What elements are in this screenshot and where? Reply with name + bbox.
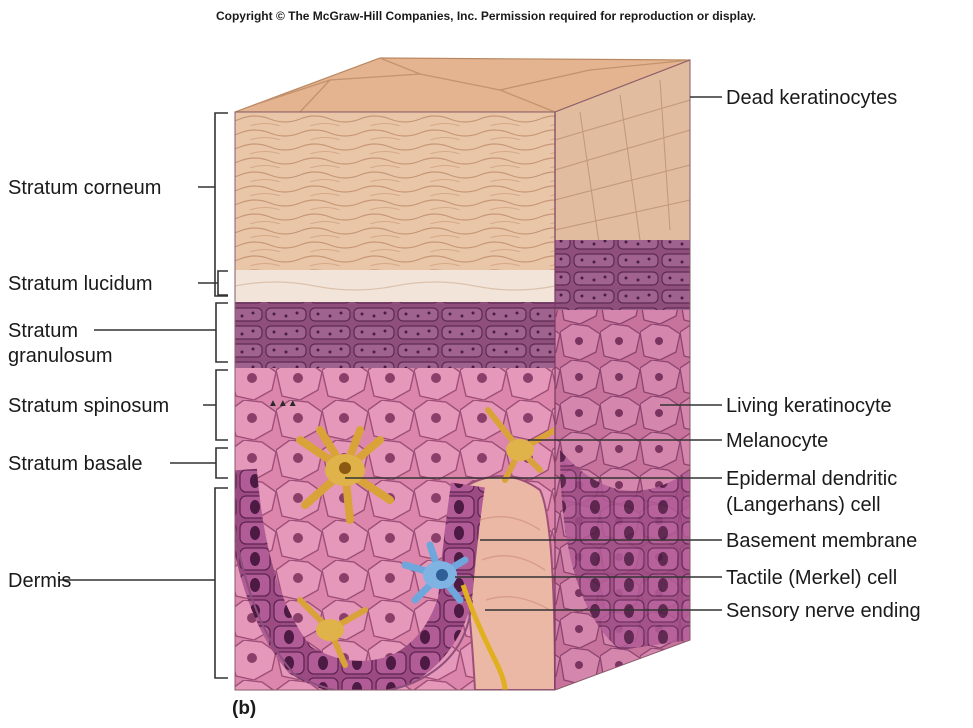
stratum-granulosum-layer (235, 302, 555, 368)
label-living-keratinocyte: Living keratinocyte (726, 395, 892, 417)
right-leader-lines (345, 96, 722, 611)
copyright-text: Copyright © The McGraw-Hill Companies, I… (216, 9, 756, 23)
label-merkel-cell: Tactile (Merkel) cell (726, 567, 897, 589)
figure-label: (b) (232, 698, 256, 719)
label-stratum-spinosum: Stratum spinosum (8, 395, 169, 417)
stratum-corneum-layer (235, 112, 555, 272)
stratum-basale-layer (235, 468, 485, 690)
basement-membrane-line (235, 469, 473, 690)
left-brackets (58, 112, 228, 679)
front-face: ▲▲▲ (235, 112, 555, 690)
side-face (555, 60, 690, 690)
label-stratum-basale: Stratum basale (8, 453, 143, 475)
sensory-nerve-ending (460, 584, 508, 690)
label-sensory-nerve: Sensory nerve ending (726, 600, 921, 622)
label-stratum-lucidum: Stratum lucidum (8, 273, 153, 295)
svg-text:▲▲▲: ▲▲▲ (268, 398, 298, 409)
merkel-cell (401, 541, 469, 604)
label-dead-keratinocytes: Dead keratinocytes (726, 87, 897, 109)
lower-melanocyte-cell (297, 597, 368, 668)
label-stratum-corneum: Stratum corneum (8, 177, 161, 199)
label-basement-membrane: Basement membrane (726, 530, 917, 552)
label-dermis: Dermis (8, 570, 71, 592)
label-stratum-granulosum-1: Stratum (8, 320, 78, 342)
label-langerhans-1: Epidermal dendritic (726, 468, 897, 490)
label-langerhans-2: (Langerhans) cell (726, 494, 881, 516)
label-stratum-granulosum-2: granulosum (8, 345, 113, 367)
label-melanocyte: Melanocyte (726, 430, 828, 452)
